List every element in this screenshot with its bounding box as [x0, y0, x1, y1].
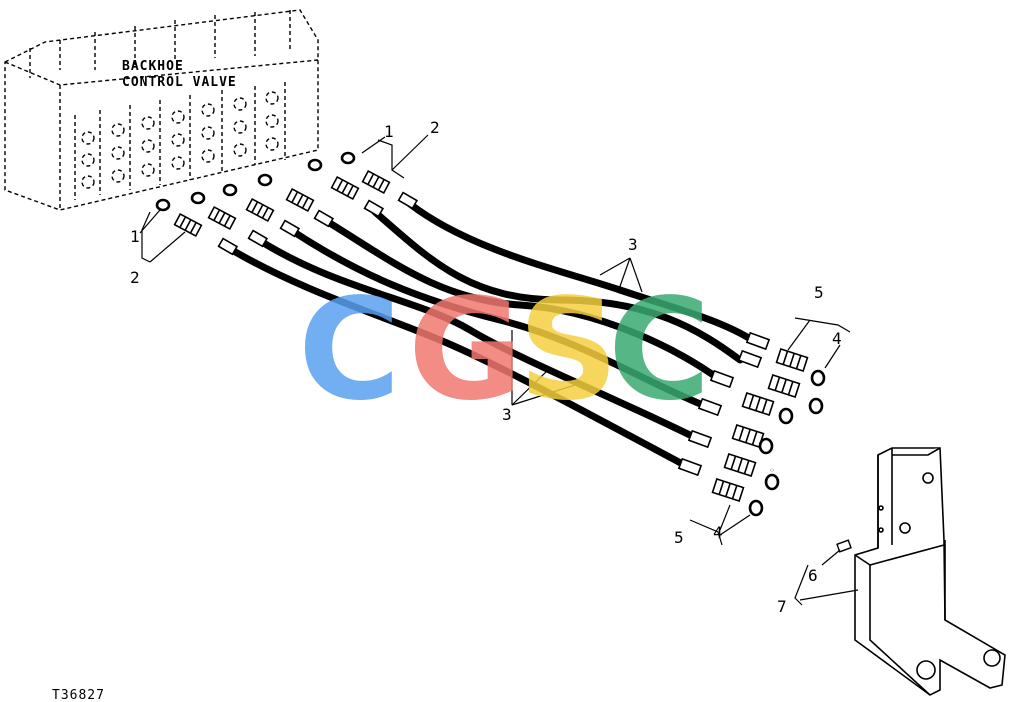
- watermark-letter-g: G: [408, 269, 523, 432]
- callout-4-bottom: 4: [713, 523, 723, 542]
- callout-1-left: 1: [130, 227, 140, 246]
- callout-6: 6: [808, 566, 818, 585]
- callout-2-top: 2: [430, 118, 440, 137]
- plug: [836, 539, 852, 553]
- hoses: [228, 200, 756, 472]
- callout-5-top: 5: [814, 283, 824, 302]
- watermark-letter-s: S: [518, 269, 619, 432]
- callout-4-top: 4: [832, 329, 842, 348]
- watermark-letter-c1: C: [298, 269, 401, 432]
- valve-label-line1: BACKHOE: [122, 59, 184, 74]
- right-o-rings: [748, 369, 826, 517]
- hose-right-ends: [677, 331, 771, 477]
- callout-1-top: 1: [384, 122, 394, 141]
- hose-left-ends: [217, 191, 419, 256]
- watermark: C G S C: [298, 269, 711, 432]
- right-fittings: [711, 348, 809, 502]
- leader-lines: [139, 134, 859, 606]
- callout-2-left: 2: [130, 268, 140, 287]
- valve-label-line2: CONTROL VALVE: [122, 75, 237, 90]
- callout-5-bottom: 5: [674, 528, 684, 547]
- callout-3-bottom: 3: [502, 405, 512, 424]
- callout-7: 7: [777, 597, 787, 616]
- watermark-letter-c2: C: [608, 269, 711, 432]
- figure-id: T36827: [52, 688, 105, 702]
- left-o-rings: [155, 151, 356, 212]
- backhoe-control-valve: [4, 9, 319, 211]
- callout-3-top: 3: [628, 235, 638, 254]
- mounting-bracket: [854, 447, 1006, 696]
- left-fittings: [173, 169, 391, 238]
